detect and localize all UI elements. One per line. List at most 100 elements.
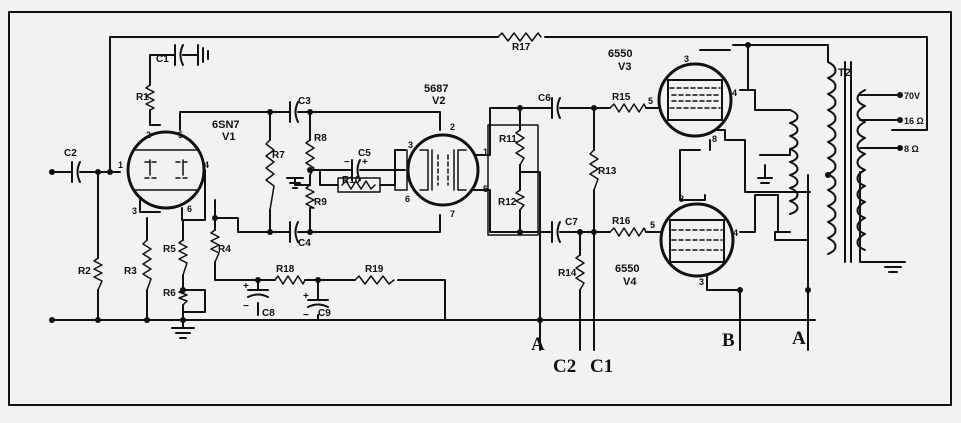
v1-ref-label: V1 <box>222 131 235 143</box>
resistor-r7 <box>265 139 275 211</box>
resistor-r6 <box>178 289 188 306</box>
tube-v1 <box>126 130 206 210</box>
tube-v3 <box>657 62 733 138</box>
v4-type-label: 6550 <box>615 263 639 275</box>
c3-label: C3 <box>298 96 311 107</box>
c9-plus: + <box>303 291 309 302</box>
r11-label: R11 <box>499 134 517 145</box>
r7-label: R7 <box>272 150 285 161</box>
tap-70v-label: 70V <box>904 91 920 101</box>
capacitor-c4 <box>284 221 304 243</box>
c8-plus: + <box>243 281 249 292</box>
r19-label: R19 <box>365 264 384 275</box>
resistor-r14 <box>575 254 585 291</box>
resistor-r4 <box>210 229 220 263</box>
v1-pin-1: 1 <box>118 160 123 170</box>
r13-label: R13 <box>598 166 617 177</box>
c5-plus: + <box>362 157 368 168</box>
capacitor-c5 <box>339 159 373 181</box>
resistor-r3 <box>142 239 152 291</box>
terminal-c2: C2 <box>553 356 576 377</box>
resistor-r9 <box>305 184 315 209</box>
c1-label: C1 <box>156 54 169 65</box>
capacitor-c7 <box>544 221 568 243</box>
r1-label: R1 <box>136 92 149 103</box>
v1-pin-4: 4 <box>204 160 209 170</box>
capacitor-c1 <box>167 44 199 66</box>
r14-label: R14 <box>558 268 577 279</box>
v2-ref-label: V2 <box>432 95 445 107</box>
terminal-c1: C1 <box>590 356 613 377</box>
r17-label: R17 <box>512 42 531 53</box>
r4-label: R4 <box>218 244 231 255</box>
labels: 6SN7 V1 5687 V2 6550 V3 6550 V4 T2 70V 1… <box>64 42 924 377</box>
v1-pin-3: 3 <box>132 206 137 216</box>
tube-v2 <box>406 133 480 207</box>
capacitor-c3 <box>284 101 304 123</box>
c2-label: C2 <box>64 148 77 159</box>
capacitor-c2 <box>67 161 81 183</box>
resistors <box>93 32 647 306</box>
v2-pin-1: 1 <box>483 147 488 157</box>
v3-pin-4: 4 <box>732 88 737 98</box>
c6-label: C6 <box>538 93 551 104</box>
resistor-r13 <box>589 149 599 191</box>
v3-pin-3: 3 <box>684 54 689 64</box>
v1-pin-5: 5 <box>178 130 183 140</box>
v4-ref-label: V4 <box>623 276 637 288</box>
c9-label: C9 <box>318 308 331 319</box>
v2-type-label: 5687 <box>424 83 448 95</box>
r12-label: R12 <box>498 197 517 208</box>
r15-label: R15 <box>612 92 631 103</box>
r9-label: R9 <box>314 197 327 208</box>
v1-pin-6: 6 <box>187 204 192 214</box>
junction-dots <box>49 42 831 323</box>
v3-pin-8: 8 <box>712 134 717 144</box>
resistor-r12 <box>515 189 525 211</box>
v2-pin-5: 5 <box>483 184 488 194</box>
resistor-r16 <box>609 227 647 237</box>
r6-label: R6 <box>163 288 176 299</box>
resistor-r17 <box>497 32 542 42</box>
v2-pin-2: 2 <box>450 122 455 132</box>
c8-minus: − <box>243 301 249 312</box>
r8-label: R8 <box>314 133 327 144</box>
terminal-a-left: A <box>531 334 545 355</box>
resistor-r18 <box>274 275 306 285</box>
r18-label: R18 <box>276 264 295 275</box>
terminal-a-right: A <box>792 328 806 349</box>
c8-label: C8 <box>262 308 275 319</box>
tube-v4 <box>659 202 735 278</box>
r16-label: R16 <box>612 216 631 227</box>
resistor-r5 <box>178 239 188 276</box>
t2-label: T2 <box>838 67 851 79</box>
resistor-r15 <box>609 103 647 113</box>
c7-label: C7 <box>565 217 578 228</box>
v1-pin-2: 2 <box>146 130 151 140</box>
v4-pin-3: 3 <box>699 277 704 287</box>
v4-pin-8: 8 <box>679 194 684 204</box>
terminal-b: B <box>722 330 735 351</box>
v1-type-label: 6SN7 <box>212 119 240 131</box>
r3-label: R3 <box>124 266 137 277</box>
v4-pin-5: 5 <box>650 220 655 230</box>
r5-label: R5 <box>163 244 176 255</box>
tap-8-label: 8 Ω <box>904 144 919 154</box>
capacitors <box>67 44 568 308</box>
v2-pin-3: 3 <box>408 140 413 150</box>
v2-pin-6: 6 <box>405 194 410 204</box>
c4-label: C4 <box>298 238 311 249</box>
v3-pin-5: 5 <box>648 96 653 106</box>
v3-type-label: 6550 <box>608 48 632 60</box>
c5-minus: − <box>344 157 350 168</box>
resistor-r1 <box>145 84 155 111</box>
resistor-r19 <box>354 275 395 285</box>
r2-label: R2 <box>78 266 91 277</box>
c9-minus: − <box>303 310 309 321</box>
wiring <box>51 36 928 351</box>
v4-pin-4: 4 <box>733 228 738 238</box>
resistor-r2 <box>93 257 103 291</box>
capacitor-c8 <box>247 289 269 298</box>
v3-ref-label: V3 <box>618 61 631 73</box>
ground-symbols <box>171 44 906 339</box>
